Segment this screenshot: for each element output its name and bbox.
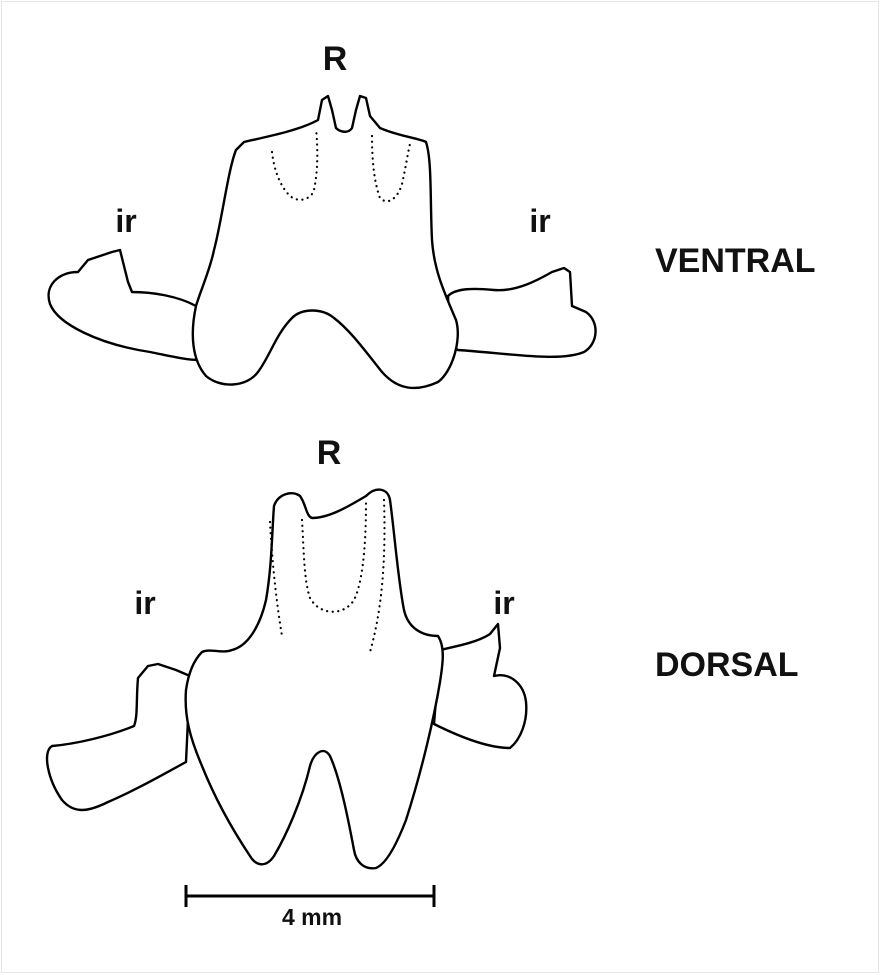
ventral-rostrum-label: R [323,40,348,78]
ventral-view: R ir ir VENTRAL [49,40,816,388]
scale-bar-label: 4 mm [282,904,342,930]
ventral-right-ir-label: ir [529,203,550,239]
dorsal-right-infrarostral [434,624,526,748]
ventral-cartilage-body [193,96,458,388]
dorsal-left-ir-label: ir [134,585,155,621]
dorsal-rostrum-label: R [317,434,342,472]
dorsal-view-label: DORSAL [655,646,799,684]
dorsal-view: R ir ir DORSAL [47,434,799,868]
scale-bar: 4 mm [186,885,434,930]
ventral-view-label: VENTRAL [655,242,816,280]
ventral-right-infrarostral [448,268,596,357]
ventral-left-ir-label: ir [115,203,136,239]
dorsal-left-infrarostral [47,664,190,810]
dorsal-right-ir-label: ir [493,585,514,621]
dorsal-cartilage-body [186,490,443,869]
ventral-left-infrarostral [49,250,198,360]
